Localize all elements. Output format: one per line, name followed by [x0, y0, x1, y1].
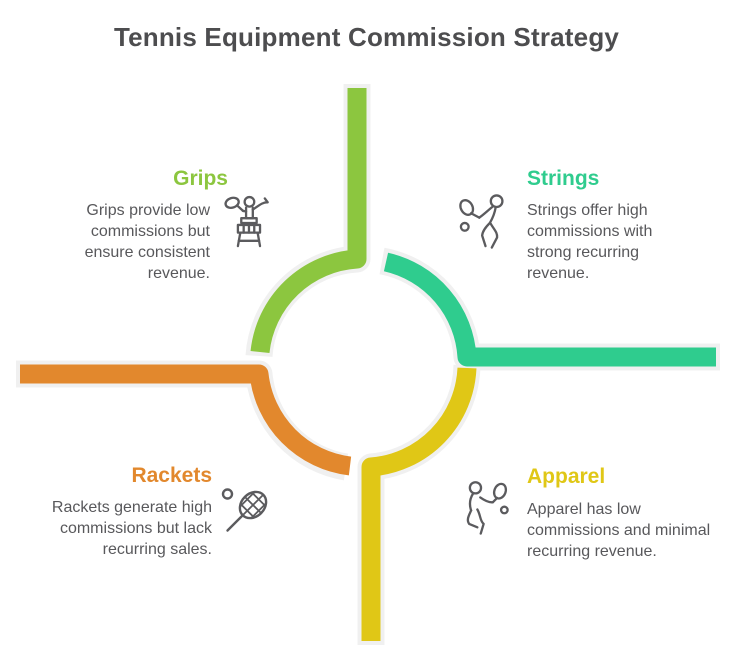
- umpire-chair-icon: [223, 194, 273, 257]
- rackets-description: Rackets generate high commissions but la…: [51, 499, 212, 558]
- strings-title: Strings: [527, 167, 600, 190]
- apparel-arc: [361, 367, 477, 641]
- grips-arc: [250, 88, 367, 354]
- rackets-title: Rackets: [131, 464, 212, 487]
- apparel-title: Apparel: [527, 465, 606, 488]
- rackets-arc: [20, 364, 352, 476]
- grips-description: Grips provide low commissions but ensure…: [84, 202, 210, 282]
- apparel-description: Apparel has low commissions and minimal …: [527, 501, 711, 560]
- strings-description: Strings offer high commissions with stro…: [527, 202, 653, 282]
- tennis-racket-ball-icon: [219, 483, 275, 546]
- tennis-forehand-player-icon: [461, 478, 513, 545]
- strings-arc: [383, 252, 716, 367]
- grips-title: Grips: [173, 167, 228, 190]
- tennis-serve-player-icon: [458, 191, 514, 256]
- page-title: Tennis Equipment Commission Strategy: [113, 22, 620, 52]
